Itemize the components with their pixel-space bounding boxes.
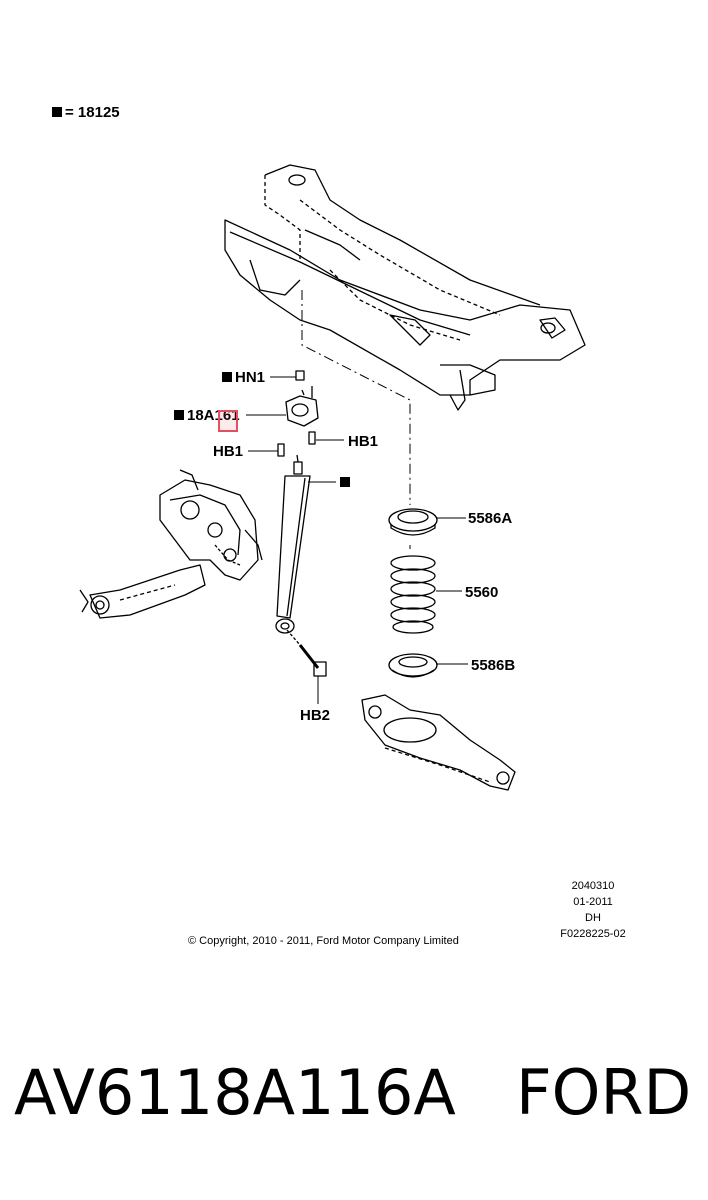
- shock-absorber-drawing: [275, 454, 311, 634]
- leader-lines: [246, 376, 468, 704]
- legend: = 18125: [52, 105, 120, 120]
- lower-spring-seat-drawing: [388, 653, 438, 678]
- legend-square-icon: [52, 107, 62, 117]
- meta-line-1: 2040310: [571, 880, 615, 892]
- knuckle-drawing: [159, 469, 263, 581]
- illustration-meta: 2040310 01-2011 DH F0228225-02: [548, 878, 638, 942]
- brand-name: FORD: [516, 1056, 692, 1129]
- copyright-text: © Copyright, 2010 - 2011, Ford Motor Com…: [188, 935, 459, 947]
- callout-shock-absorber: [340, 475, 353, 490]
- meta-line-4: F0228225-02: [560, 928, 626, 940]
- callout-5586b: 5586B: [471, 657, 516, 674]
- hn1-nut-drawing: [295, 370, 305, 381]
- subframe-drawing: [224, 164, 586, 411]
- callout-hb1-left: HB1: [213, 443, 244, 460]
- upper-spring-seat-drawing: [388, 508, 438, 536]
- part-number: AV6118A116A: [14, 1056, 456, 1129]
- callout-square-icon: [174, 410, 184, 420]
- callout-square-icon: [222, 372, 232, 382]
- callout-square-icon: [340, 477, 350, 487]
- meta-line-3: DH: [585, 912, 601, 924]
- meta-line-2: 01-2011: [573, 896, 613, 908]
- coil-spring-drawing: [390, 555, 436, 634]
- callout-hn1: HN1: [222, 370, 265, 385]
- trailing-arm-drawing: [79, 564, 206, 619]
- lower-control-arm-drawing: [361, 694, 516, 791]
- callout-5586a: 5586A: [468, 510, 513, 527]
- hb1-bolts-drawing: [277, 431, 316, 457]
- callout-5560: 5560: [465, 584, 499, 601]
- legend-text: = 18125: [65, 104, 120, 121]
- hb2-bolt-drawing: [286, 629, 327, 677]
- callout-hb2: HB2: [300, 707, 331, 724]
- selection-highlight: [218, 410, 238, 432]
- upper-mount-drawing: [285, 386, 319, 427]
- callout-hn1-label: HN1: [235, 369, 266, 386]
- assembly-line: [301, 290, 411, 505]
- callout-hb1-right: HB1: [348, 433, 379, 450]
